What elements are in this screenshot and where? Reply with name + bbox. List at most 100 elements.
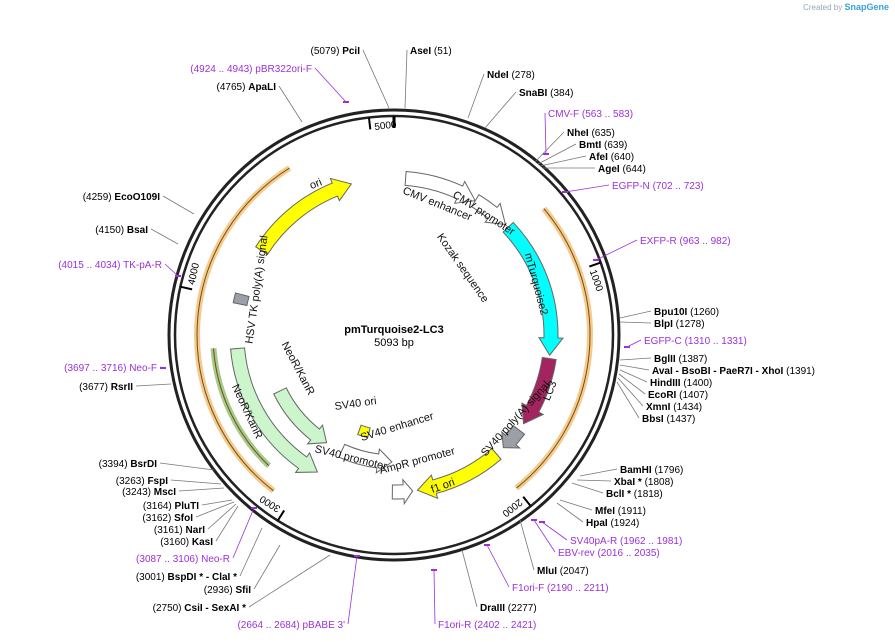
enzyme-leader xyxy=(207,503,237,530)
enzyme-leader xyxy=(162,195,195,215)
enzyme-site: DraIII (2277) xyxy=(480,603,537,614)
primer-leader xyxy=(314,67,347,103)
enzyme-site: (3160) KasI xyxy=(160,537,213,548)
primer-site: (3697 .. 3716) Neo-F xyxy=(64,363,157,374)
primer-site: (2664 .. 2684) pBABE 3' xyxy=(237,620,345,631)
enzyme-position: (635) xyxy=(591,128,614,139)
enzyme-name: MluI xyxy=(537,566,557,577)
primer-leader xyxy=(433,569,436,625)
enzyme-leader xyxy=(537,143,577,165)
enzyme-name: BamHI xyxy=(620,465,652,476)
enzyme-leader xyxy=(195,501,235,518)
tick-label: 4000 xyxy=(186,261,202,286)
enzyme-position: (3394) xyxy=(99,459,128,470)
enzyme-name: RsrII xyxy=(111,382,133,393)
enzyme-position: (51) xyxy=(434,46,452,57)
enzyme-leader xyxy=(201,499,233,506)
primer-range: (2402 .. 2421) xyxy=(474,620,536,631)
tick-label: 5000 xyxy=(374,120,398,134)
enzyme-name: AfeI xyxy=(589,152,608,163)
enzyme-name: HpaI xyxy=(586,518,608,529)
enzyme-position: (3160) xyxy=(160,537,189,548)
enzyme-leader xyxy=(135,383,172,387)
enzyme-site: (3394) BsrDI xyxy=(99,459,158,470)
enzyme-leader xyxy=(534,131,565,163)
enzyme-name: AgeI xyxy=(598,164,620,175)
primer-leader xyxy=(164,263,179,277)
enzyme-name: MfeI xyxy=(595,506,615,517)
enzyme-site: SnaBI (384) xyxy=(519,88,573,99)
feature-label-sv40-ori: SV40 ori xyxy=(334,395,377,413)
enzyme-site: (3677) RsrII xyxy=(79,382,133,393)
enzyme-leader xyxy=(556,502,584,523)
enzyme-name: BspDI * - ClaI * xyxy=(168,572,238,583)
enzyme-position: (644) xyxy=(622,164,645,175)
enzyme-leader xyxy=(559,499,593,511)
features xyxy=(230,170,564,506)
enzyme-site: AvaI - BsoBI - PaeR7I - XhoI (1391) xyxy=(652,366,815,377)
enzyme-position: (639) xyxy=(604,140,627,151)
enzyme-position: (1911) xyxy=(618,506,646,517)
enzyme-leader xyxy=(362,49,390,109)
enzyme-site: (3161) NarI xyxy=(154,525,205,536)
feature-label-sv40-enhancer: SV40 enhancer xyxy=(359,410,435,444)
enzyme-site: MfeI (1911) xyxy=(595,506,646,517)
enzyme-position: (3001) xyxy=(136,572,165,583)
enzyme-leader xyxy=(404,49,408,109)
enzyme-site: (4259) EcoO109I xyxy=(83,192,160,203)
primer-site: F1ori-R (2402 .. 2421) xyxy=(438,620,536,631)
feature-label-kozak: Kozak sequence xyxy=(434,232,490,306)
primer-site: SV40pA-R (1962 .. 1981) xyxy=(570,536,682,547)
brand-name: SnapGene xyxy=(844,2,889,12)
enzyme-position: (1260) xyxy=(690,307,719,318)
enzyme-site: EcoRI (1407) xyxy=(648,390,708,401)
enzyme-name: BsaI xyxy=(127,225,148,236)
feature-ampr-promoter xyxy=(391,478,414,506)
snapgene-brand: Created by SnapGene xyxy=(803,2,889,12)
enzyme-name: EcoRI xyxy=(648,390,677,401)
primer-range: (1310 .. 1331) xyxy=(685,336,747,347)
enzyme-site: BlpI (1278) xyxy=(654,319,705,330)
primer-range: (963 .. 982) xyxy=(679,236,730,247)
primer-range: (3087 .. 3106) xyxy=(136,554,198,565)
enzyme-name: MscI xyxy=(154,487,176,498)
enzyme-position: (4765) xyxy=(217,82,246,93)
enzyme-leader xyxy=(539,155,587,167)
primer-name: CMV-F xyxy=(548,109,579,120)
primer-site: CMV-F (563 .. 583) xyxy=(548,109,633,120)
feature-ori xyxy=(255,177,353,256)
primer-leader xyxy=(347,555,358,625)
enzyme-name: CsiI - SexAI * xyxy=(184,603,246,614)
enzyme-leader xyxy=(619,369,648,383)
enzyme-name: KasI xyxy=(192,537,213,548)
enzyme-leader xyxy=(618,373,646,395)
enzyme-leader xyxy=(248,554,331,608)
primer-leader xyxy=(541,521,568,541)
orf-arc-core xyxy=(196,167,290,492)
enzyme-leader xyxy=(159,462,215,471)
enzyme-position: (1924) xyxy=(610,518,639,529)
enzyme-leader xyxy=(239,527,263,577)
enzyme-leader xyxy=(617,377,644,407)
enzyme-name: SfoI xyxy=(174,513,193,524)
enzyme-site: HindIII (1400) xyxy=(650,378,712,389)
enzyme-site: (3162) SfoI xyxy=(142,513,193,524)
enzyme-site: BmtI (639) xyxy=(579,140,627,151)
enzyme-leader xyxy=(619,364,650,371)
tick-mark xyxy=(522,496,532,507)
enzyme-position: (2277) xyxy=(508,603,537,614)
primer-site: EBV-rev (2016 .. 2035) xyxy=(558,548,660,559)
feature-sv40-ori xyxy=(357,424,371,439)
feature-hsv-tk-poly-a-signal xyxy=(232,292,250,307)
primer-site: (4015 .. 4034) TK-pA-R xyxy=(58,260,162,271)
primer-name: SV40pA-R xyxy=(570,536,617,547)
enzyme-site: (4150) BsaI xyxy=(95,225,148,236)
enzyme-position: (2750) xyxy=(153,603,182,614)
primer-leader xyxy=(533,519,556,553)
enzyme-site: (3263) FspI xyxy=(116,476,168,487)
enzyme-position: (2047) xyxy=(560,566,589,577)
enzyme-position: (3162) xyxy=(142,513,171,524)
enzyme-site: BclI * (1818) xyxy=(606,489,663,500)
